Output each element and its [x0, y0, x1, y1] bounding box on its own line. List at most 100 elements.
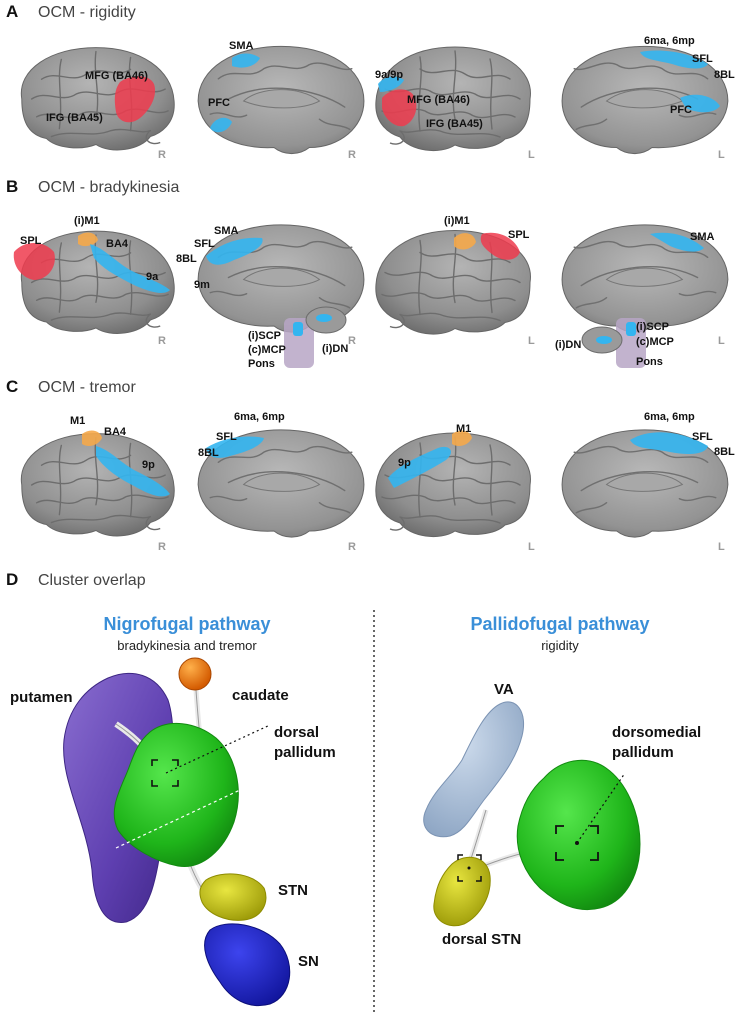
label-m1: M1: [70, 415, 85, 427]
cluster-orange: [454, 233, 476, 250]
label-pons: Pons: [248, 358, 275, 370]
label-sfl: SFL: [692, 53, 713, 65]
label-m1: M1: [456, 423, 471, 435]
nigrofugal-title: Nigrofugal pathway: [103, 614, 270, 634]
hemi-r: R: [348, 335, 356, 347]
panel-b: B OCM - bradykinesia: [6, 177, 728, 370]
label-9a9p: 9a/9p: [375, 69, 403, 81]
brain-b-right-lateral: [13, 230, 176, 335]
hemi-l: L: [528, 541, 535, 553]
brain-c-left-lateral: [376, 430, 531, 537]
stn: [199, 873, 267, 921]
panel-title-c: OCM - tremor: [38, 379, 136, 396]
nigrofugal-subtitle: bradykinesia and tremor: [117, 638, 257, 653]
hemi-l: L: [718, 149, 725, 161]
panel-letter-a: A: [6, 2, 18, 21]
label-pallidum: pallidum: [274, 744, 336, 761]
brain-a-right-lateral: [20, 46, 175, 151]
brain-b-right-medial: [197, 224, 365, 368]
dorsomedial-pallidum: [516, 759, 641, 911]
label-sfl: SFL: [216, 431, 237, 443]
label-ba4: BA4: [104, 426, 127, 438]
cluster-red: [13, 243, 55, 280]
panel-c: C OCM - tremor M1 BA4 9p 6ma, 6mp SFL 8B…: [6, 377, 735, 553]
pointer-line: [576, 772, 626, 844]
cluster-blue: [293, 322, 303, 336]
cluster-orange: [82, 430, 102, 446]
cluster-blue: [378, 76, 404, 92]
label-dorsal: dorsal: [274, 724, 319, 741]
label-pfc: PFC: [670, 104, 692, 116]
va: [423, 701, 524, 838]
label-dorsal-stn: dorsal STN: [442, 931, 521, 948]
label-dorsomedial: dorsomedial: [612, 724, 701, 741]
brain-a-left-medial: [562, 46, 728, 153]
cluster-blue: [206, 237, 263, 265]
label-idn: (i)DN: [322, 343, 348, 355]
cluster-blue: [650, 232, 704, 252]
pallidofugal-title: Pallidofugal pathway: [470, 614, 649, 634]
cluster-blue: [316, 314, 332, 322]
cluster-blue: [596, 336, 612, 344]
label-spl: SPL: [20, 235, 42, 247]
cluster-blue: [96, 446, 170, 497]
label-pfc: PFC: [208, 97, 230, 109]
cluster-blue: [680, 94, 720, 113]
label-sma: SMA: [229, 40, 254, 52]
label-pallidum: pallidum: [612, 744, 674, 761]
label-sfl: SFL: [692, 431, 713, 443]
label-8bl: 8BL: [198, 447, 219, 459]
cluster-blue: [210, 117, 232, 133]
pointer-line: [165, 724, 271, 774]
label-iscp: (i)SCP: [636, 321, 669, 333]
focus-bracket: [555, 825, 599, 861]
cluster-red: [382, 89, 417, 127]
label-putamen: putamen: [10, 689, 73, 706]
label-im1: (i)M1: [74, 215, 100, 227]
caudate: [178, 657, 212, 691]
cluster-orange: [452, 430, 472, 446]
label-cmcp: (c)MCP: [248, 344, 286, 356]
brain-c-right-lateral: [20, 430, 176, 537]
focus-dot: [467, 866, 471, 870]
label-6ma-6mp: 6ma, 6mp: [644, 411, 695, 423]
cluster-blue: [388, 446, 452, 488]
label-im1: (i)M1: [444, 215, 470, 227]
label-9p: 9p: [398, 457, 411, 469]
panel-title-b: OCM - bradykinesia: [38, 179, 179, 196]
hemi-r: R: [348, 149, 356, 161]
label-idn: (i)DN: [555, 339, 581, 351]
hemi-r: R: [158, 335, 166, 347]
cluster-red: [114, 76, 156, 123]
cluster-blue: [232, 53, 260, 68]
sn: [204, 923, 291, 1006]
label-sma: SMA: [214, 225, 239, 237]
dorsal-stn: [433, 856, 491, 927]
label-pons: Pons: [636, 356, 663, 368]
brainstem: [284, 318, 314, 368]
hemi-r: R: [348, 541, 356, 553]
label-9a: 9a: [146, 271, 159, 283]
panel-a: A OCM - rigidity MFG (BA46) IFG (BA45) S…: [6, 2, 735, 161]
dorsal-pallidum: [113, 722, 239, 867]
label-sfl: SFL: [194, 238, 215, 250]
cluster-red: [480, 232, 520, 260]
label-8bl: 8BL: [714, 446, 735, 458]
label-8bl: 8BL: [714, 69, 735, 81]
brain-a-left-lateral: [376, 47, 531, 151]
cluster-blue: [630, 432, 708, 454]
cluster-blue: [90, 244, 170, 293]
label-stn: STN: [278, 882, 308, 899]
label-8bl: 8BL: [176, 253, 197, 265]
panel-letter-c: C: [6, 377, 18, 396]
hemi-l: L: [528, 149, 535, 161]
label-caudate: caudate: [232, 687, 289, 704]
cluster-orange: [78, 232, 98, 247]
label-spl: SPL: [508, 229, 530, 241]
panel-letter-b: B: [6, 177, 18, 196]
cluster-blue: [626, 322, 636, 336]
brain-b-left-medial: [562, 225, 728, 368]
label-ifg: IFG (BA45): [426, 118, 483, 130]
label-9p: 9p: [142, 459, 155, 471]
